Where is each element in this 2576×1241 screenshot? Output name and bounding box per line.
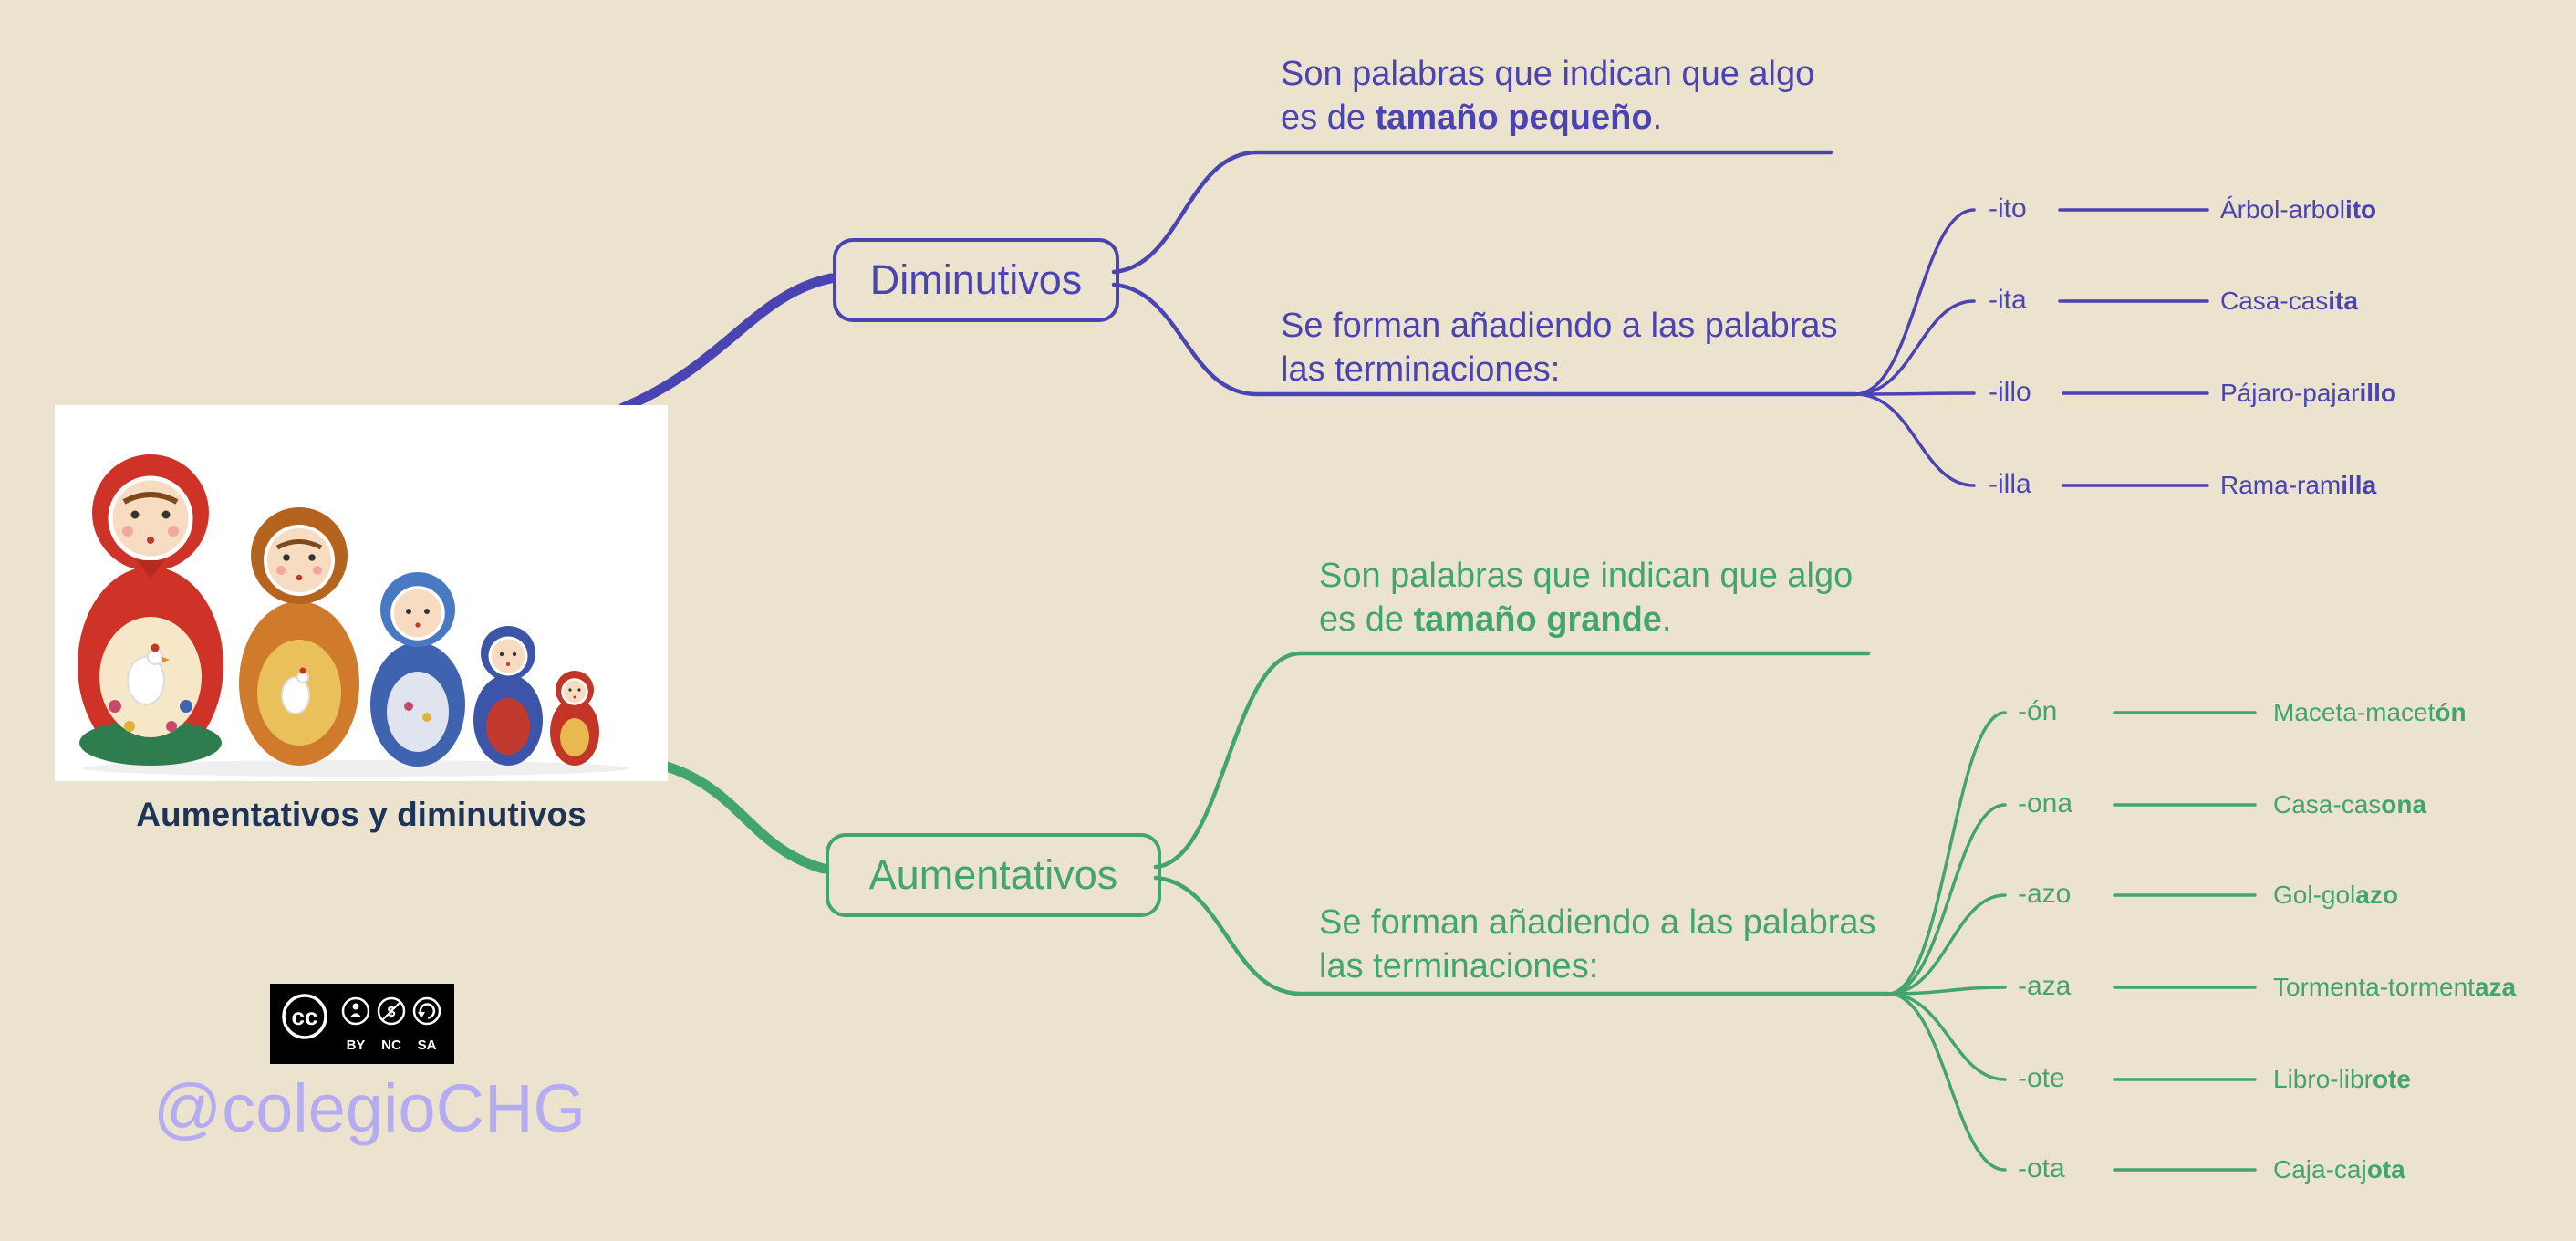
aumentativos-definition-branch: [1153, 651, 1871, 870]
aumentativos-node: Aumentativos: [826, 833, 1161, 917]
aumentativos-root-branch: [661, 761, 829, 874]
cc-by-label: BY: [347, 1038, 366, 1053]
doll-2: [239, 507, 359, 766]
suffix-example: Casa-casona: [2273, 790, 2427, 819]
suffix-example: Pájaro-pajarillo: [2220, 379, 2396, 407]
aumentativos-formation: Se forman añadiendo a las palabras las t…: [1319, 903, 1876, 986]
doll-3: [370, 572, 465, 766]
suffix-example: Tormenta-tormentaza: [2273, 973, 2517, 1001]
suffix-example: Casa-casita: [2220, 287, 2358, 315]
suffix-example: Caja-cajota: [2273, 1155, 2405, 1184]
diminutivos-definition: Son palabras que indican que algo es de …: [1281, 55, 1815, 137]
svg-text:cc: cc: [292, 1003, 318, 1030]
aumentativos-definition: Son palabras que indican que algo es de …: [1319, 557, 1854, 639]
suffix-example: Libro-librote: [2273, 1065, 2411, 1093]
suffix-label: -illa: [1989, 469, 2031, 499]
cc-nc-icon: $: [377, 996, 406, 1026]
cc-sa-label: SA: [418, 1038, 437, 1053]
doll-1: [78, 454, 223, 766]
aumentativos-node-label: Aumentativos: [868, 851, 1118, 898]
diminutivos-root-branch: [618, 273, 836, 413]
image-caption: Aumentativos y diminutivos: [136, 796, 587, 833]
doll-4: [473, 626, 543, 766]
suffix-label: -illo: [1989, 377, 2031, 407]
author-handle: @colegioCHG: [153, 1070, 587, 1146]
doll-5: [550, 671, 599, 766]
suffix-label: -ito: [1989, 193, 2027, 224]
svg-text:$: $: [388, 1005, 396, 1020]
suffix-example: Rama-ramilla: [2220, 471, 2377, 499]
suffix-example: Árbol-arbolito: [2220, 195, 2377, 224]
diminutivos-definition-branch: [1111, 150, 1833, 275]
diminutivos-formation-branch: [1111, 282, 1858, 397]
diminutivos-formation: Se forman añadiendo a las palabras las t…: [1281, 307, 1838, 389]
suffix-example: Gol-golazo: [2273, 881, 2398, 909]
cc-nc-label: NC: [381, 1038, 401, 1053]
suffix-label: -aza: [2018, 971, 2072, 1001]
cc-by-icon: [341, 996, 370, 1026]
suffix-label: -ona: [2018, 788, 2073, 819]
suffix-label: -ón: [2018, 696, 2058, 726]
suffix-label: -azo: [2018, 879, 2072, 909]
matryoshka-illustration: [55, 405, 668, 781]
diminutivos-node: Diminutivos: [833, 238, 1119, 322]
suffix-example: Maceta-macetón: [2273, 698, 2467, 726]
suffix-label: -ota: [2018, 1153, 2065, 1184]
suffix-label: -ote: [2018, 1063, 2065, 1093]
cc-logo-icon: cc: [282, 994, 327, 1039]
cc-license-badge: cc $ BY NC SA: [270, 984, 454, 1069]
suffix-label: -ita: [1989, 285, 2027, 315]
matryoshka-image: [55, 405, 668, 781]
diminutivos-node-label: Diminutivos: [869, 256, 1083, 303]
cc-sa-icon: [412, 996, 441, 1026]
aumentativos-formation-branch: [1153, 875, 1891, 996]
